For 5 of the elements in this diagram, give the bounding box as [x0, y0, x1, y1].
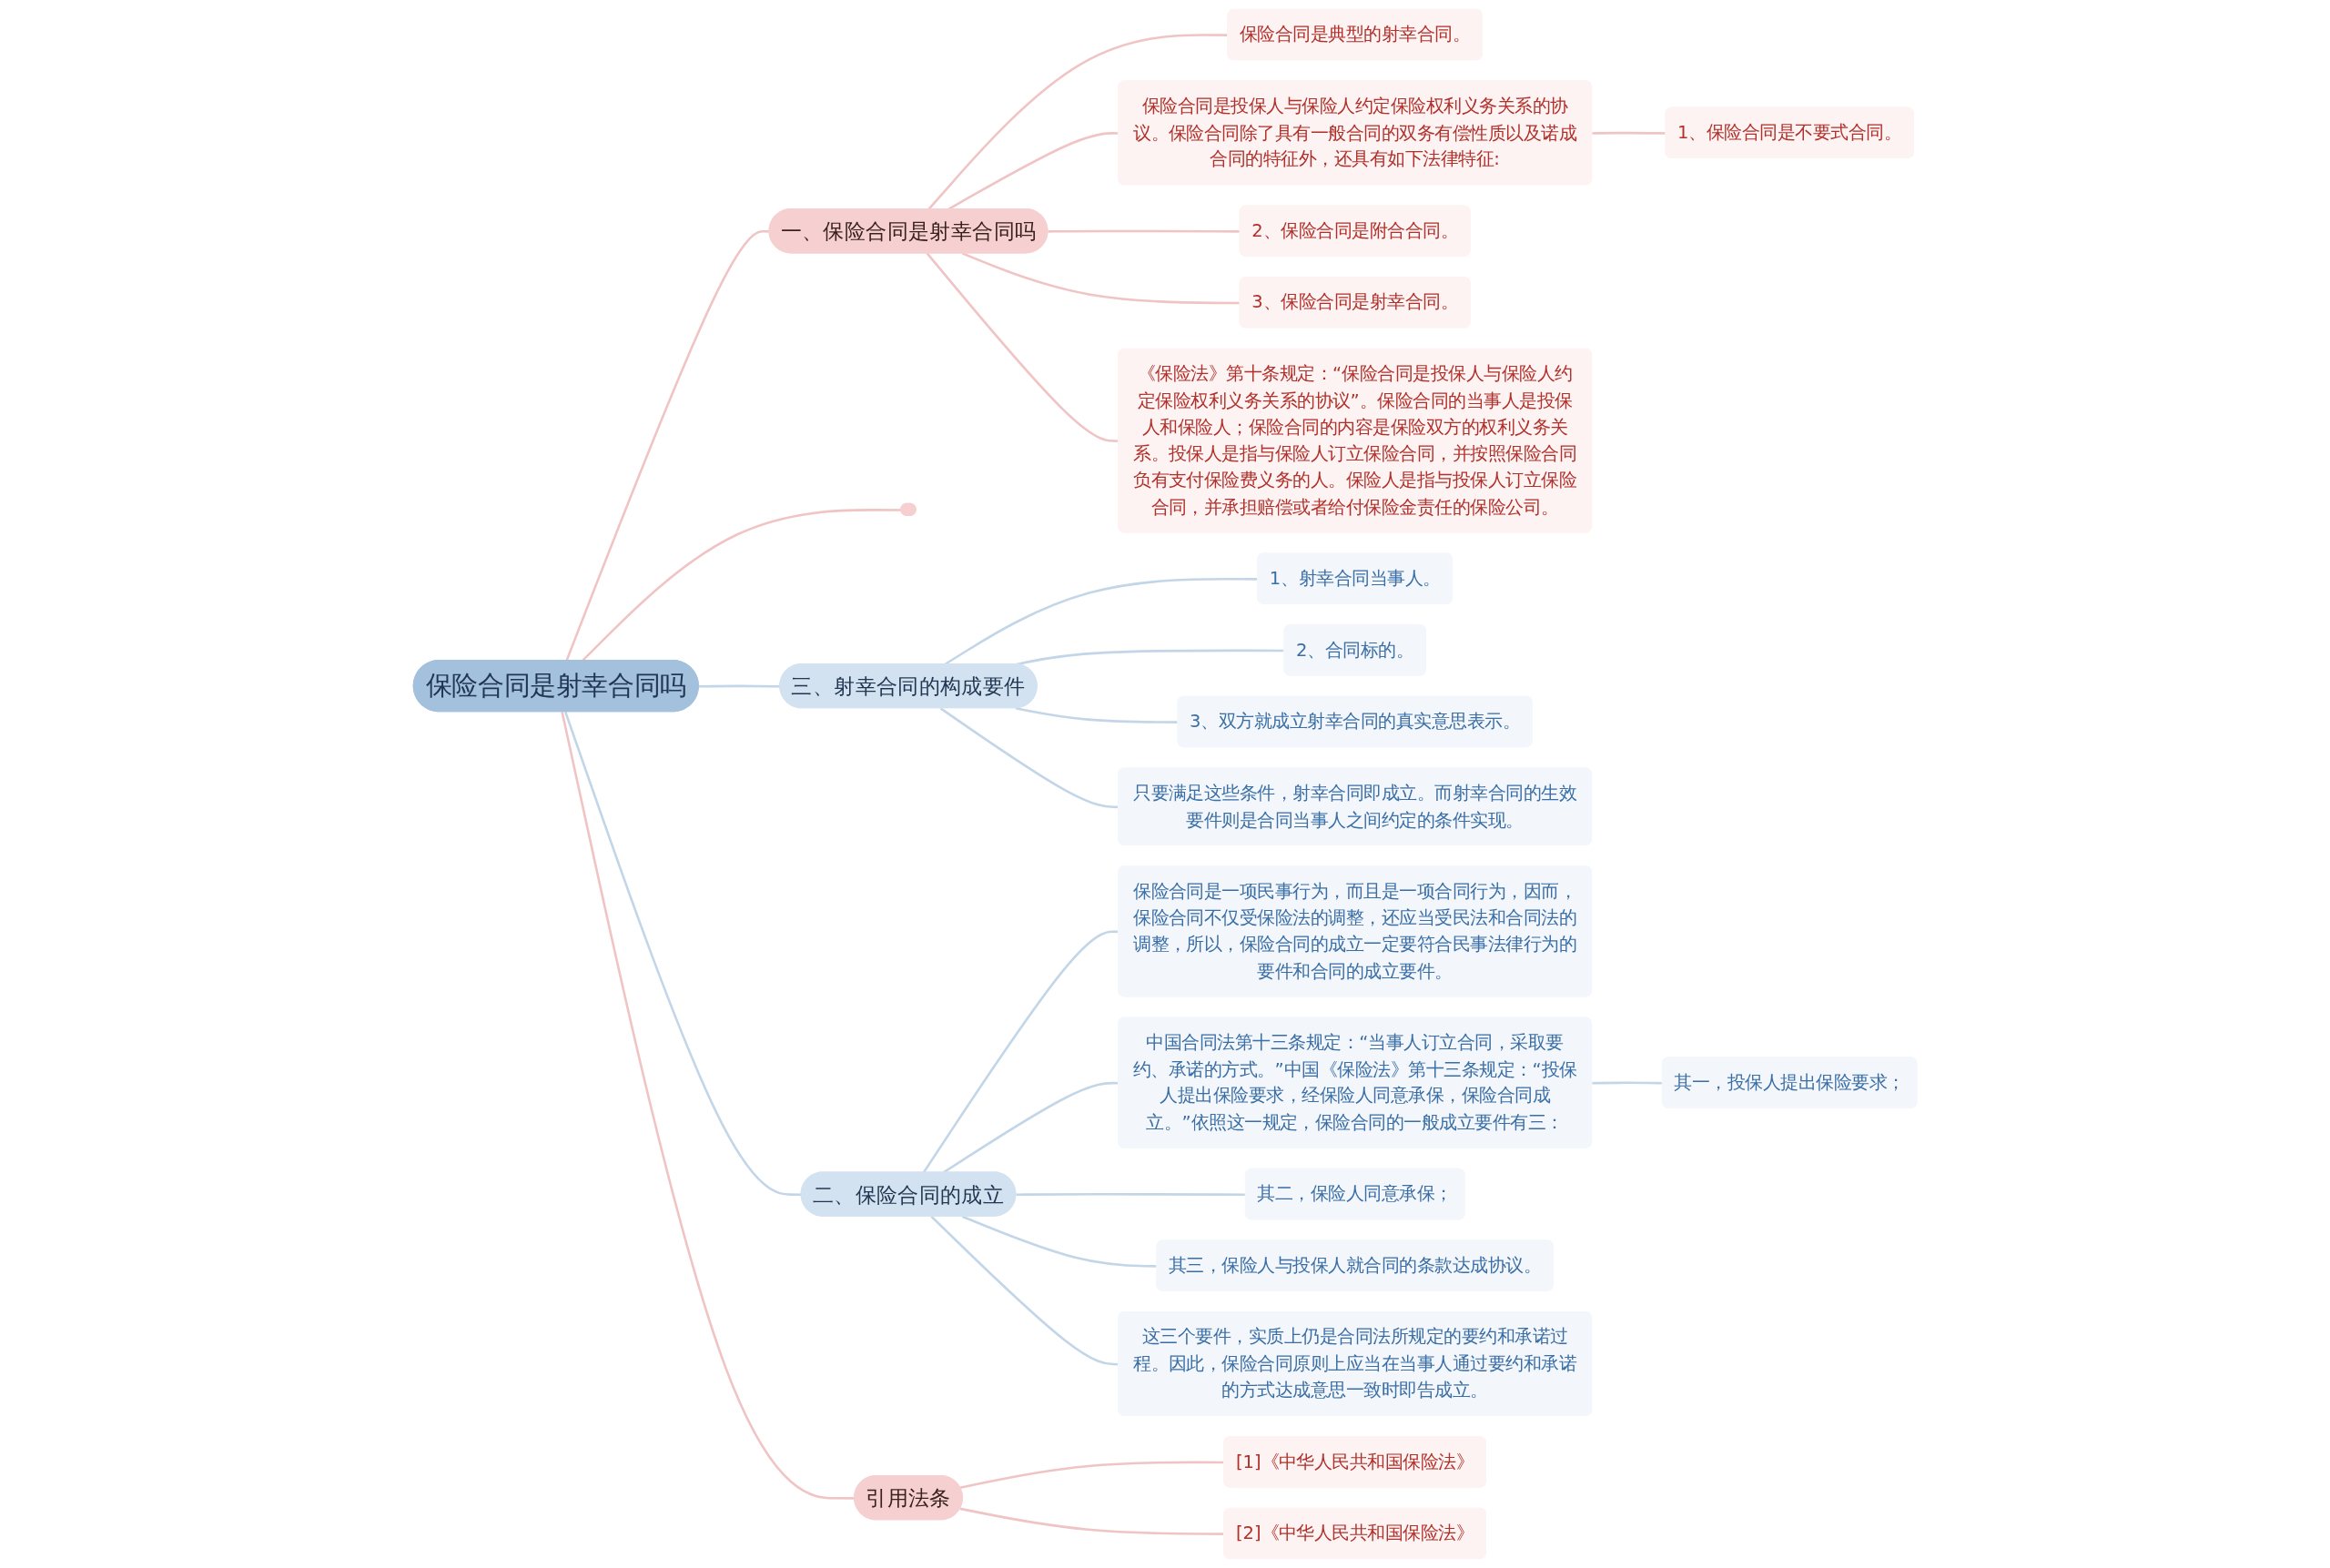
connector — [1048, 229, 1241, 233]
connector — [961, 252, 1241, 305]
connector — [565, 229, 770, 662]
connector — [1016, 1193, 1246, 1196]
connector — [563, 711, 802, 1196]
